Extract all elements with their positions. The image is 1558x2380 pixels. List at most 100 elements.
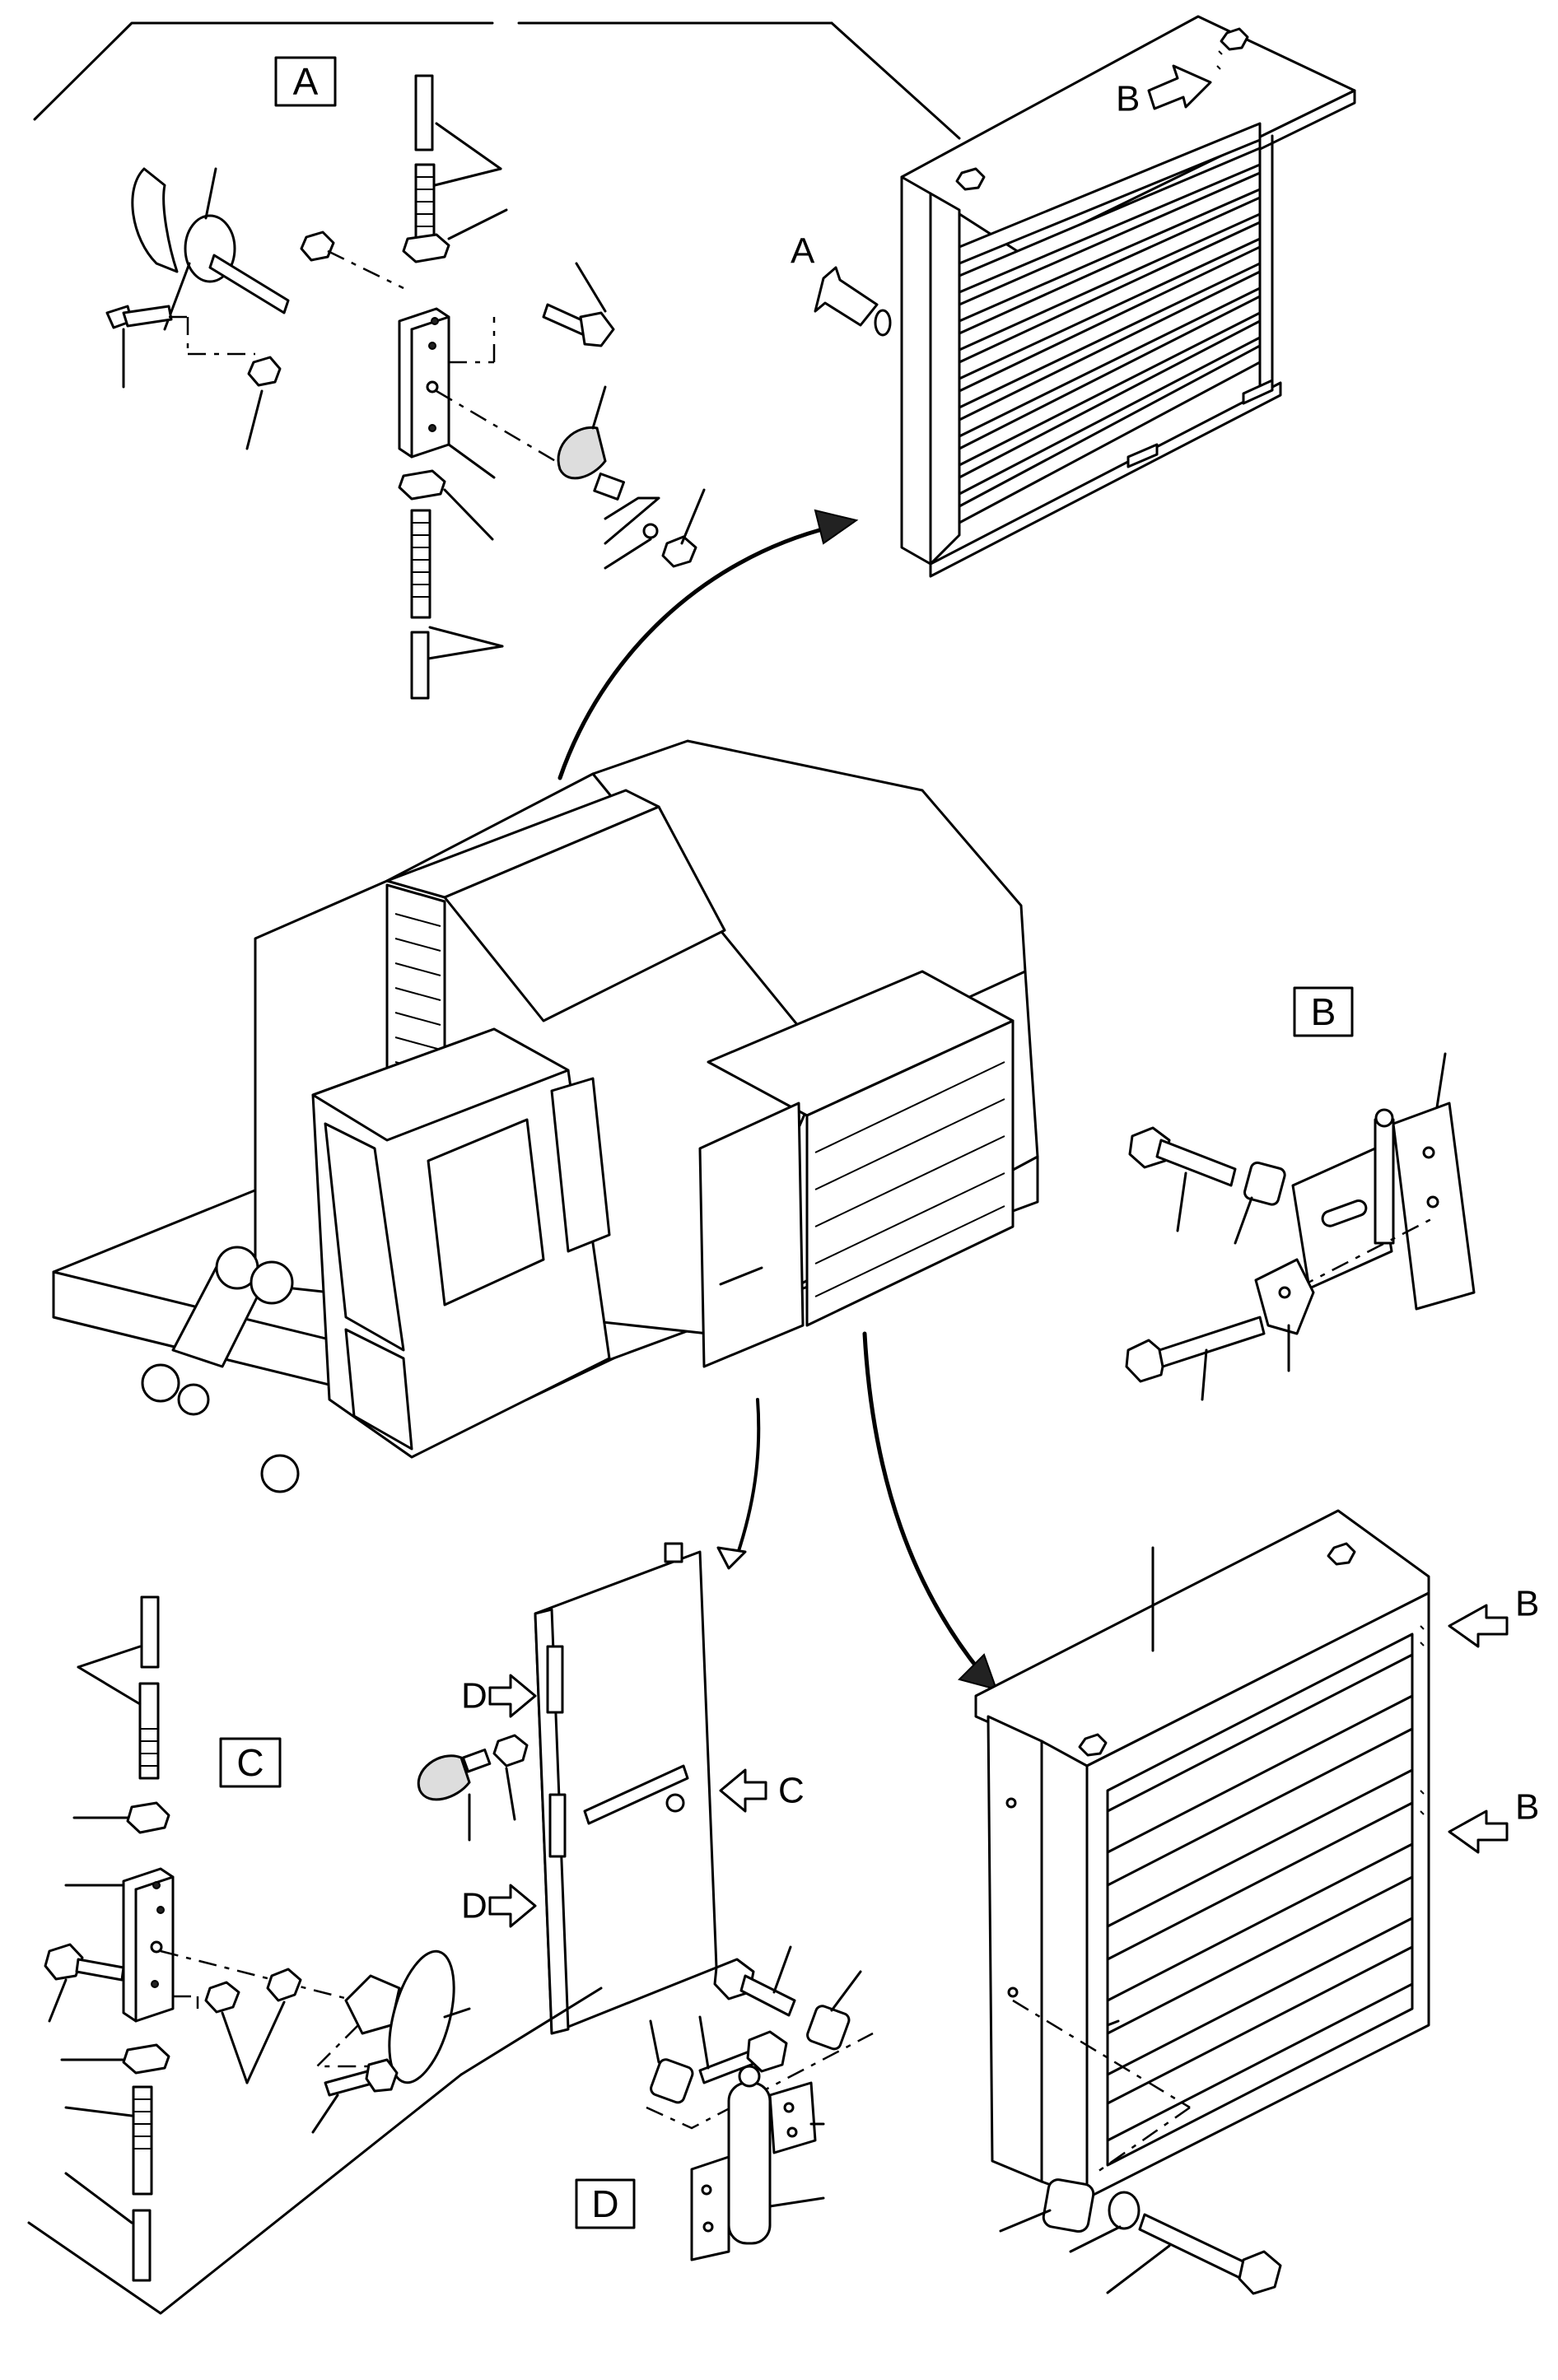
box-a-label: A [293, 60, 319, 103]
box-c [219, 1737, 282, 1788]
nut-part [300, 231, 335, 262]
lower-stud-part [410, 631, 430, 700]
center-line [1296, 1217, 1434, 1290]
flow-arrowhead [814, 509, 859, 545]
nut-part [247, 356, 282, 387]
leader-line [604, 538, 652, 570]
track-roller [141, 1363, 180, 1403]
spacer-part [1243, 1161, 1286, 1206]
pointer-label-d-lower: D [461, 1886, 487, 1926]
louvre-slat [958, 319, 1262, 496]
pointer-arrow-a [814, 266, 879, 327]
lower-threaded-stud-part [132, 2085, 153, 2196]
upper-nut-part [126, 1801, 170, 1834]
hinge-hole [783, 2102, 795, 2113]
center-line [646, 2032, 874, 2130]
washer-part [642, 523, 659, 539]
pointer-arrow-d-upper [488, 1674, 537, 1718]
thread-marks [416, 176, 434, 227]
plate-outline [604, 496, 660, 545]
louvre-slat [958, 171, 1262, 323]
leader-line [48, 1978, 68, 2023]
door-handle [719, 1266, 763, 1286]
box-b-label: B [1311, 990, 1336, 1033]
leader-line [443, 488, 494, 541]
knob-stem-part [593, 472, 626, 501]
leader-line [768, 2196, 825, 2208]
hinge-hole [702, 2221, 714, 2233]
center-line [314, 2024, 391, 2068]
hood-crease [385, 772, 595, 883]
bolt-head-part [579, 311, 615, 347]
upper-stud-part [414, 74, 434, 151]
frame-hole [1007, 1986, 1019, 1998]
pointer-arrow-b-upper [1448, 1604, 1509, 1648]
leader-line [1201, 1348, 1208, 1401]
detail-a-to-panel-line [830, 21, 961, 140]
hinge-pin-top [1374, 1108, 1394, 1128]
flow-arrow [735, 1398, 761, 1558]
nut-part [661, 535, 697, 568]
leader-line [575, 262, 607, 313]
side-door [698, 1102, 805, 1368]
door-latch-knob [665, 1793, 685, 1813]
leader-line [427, 645, 504, 660]
pointer-label-b-upper: B [1515, 1584, 1539, 1624]
leader-line [1234, 1196, 1253, 1245]
door-hinge-pin [546, 1645, 564, 1714]
cab-lower-panel [344, 1328, 413, 1451]
lower-stud-part [132, 2209, 152, 2282]
thread-marks [133, 2098, 152, 2149]
leader-line [591, 385, 607, 430]
upper-threaded-stud-part [138, 1682, 160, 1780]
bolt-head-part [44, 1943, 84, 1981]
louvre-slat [958, 344, 1262, 524]
louvre-slat [958, 270, 1262, 438]
door-hinge-pin [548, 1793, 567, 1858]
frame-hole [1005, 1797, 1017, 1809]
front-louvre-slats [814, 1061, 1005, 1297]
latch-block-edge [410, 315, 450, 331]
door-assembly: D D C [417, 1542, 805, 2076]
center-line [1012, 1999, 1191, 2109]
t-handle-part [131, 167, 179, 273]
nut-part [266, 1968, 302, 2002]
door-top-pin [664, 1542, 683, 1563]
leader-line [428, 626, 504, 648]
rubber-knob-part [557, 426, 607, 480]
hinge-barrel-part [1374, 1118, 1395, 1245]
louvre-slat [958, 122, 1262, 265]
hinge-hole [1426, 1195, 1439, 1209]
center-tank [443, 805, 726, 1022]
track-roller [260, 1454, 300, 1493]
latch-hole [428, 342, 436, 350]
leader-line [1106, 2244, 1171, 2294]
leader-line [433, 167, 502, 187]
latch-knob [874, 309, 892, 337]
flow-arrowhead [716, 1546, 747, 1570]
flow-arrowhead [958, 1653, 998, 1691]
bolt-shank-part [1155, 1139, 1237, 1187]
cover-bolt [1220, 27, 1249, 51]
front-louvre-grill [805, 1019, 1015, 1327]
leader-line [245, 389, 264, 450]
louvre-slat [958, 295, 1262, 467]
track-roller [177, 1383, 210, 1416]
leader-line [311, 2094, 339, 2134]
latch-hole [431, 317, 439, 325]
leader-line [649, 2019, 660, 2064]
detail-c-frame-line [27, 2073, 463, 2315]
leader-line [1176, 1171, 1187, 1232]
lower-nut-part [122, 2043, 170, 2075]
panel-bottom-rail [929, 381, 1282, 578]
leader-line [435, 122, 502, 170]
bolt-shank-part [75, 1958, 125, 1982]
upper-stud-part [140, 1595, 160, 1669]
center-line [327, 249, 404, 290]
hinge-hole [786, 2126, 798, 2138]
louvre-slat [1106, 1653, 1414, 1854]
louvre-slat [958, 221, 1262, 380]
bottom-bracket [1127, 443, 1159, 468]
detail-d-group: D [575, 1945, 874, 2261]
